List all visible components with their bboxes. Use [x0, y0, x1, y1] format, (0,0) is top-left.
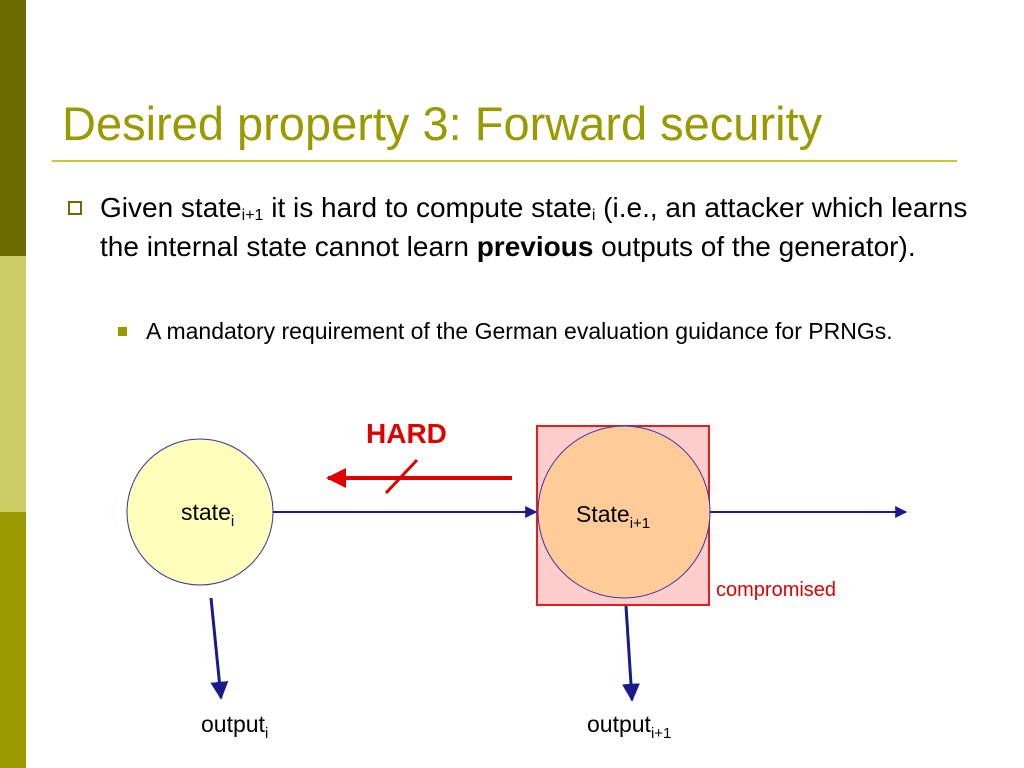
bullet-text-part1: Given state — [100, 192, 242, 223]
bullet-bold-word: previous — [476, 231, 594, 262]
state-i-label: statei — [181, 499, 234, 530]
sidebar-block-bottom — [0, 512, 26, 768]
sub-bullet: A mandatory requirement of the German ev… — [118, 316, 966, 347]
compromised-label: compromised — [716, 579, 836, 601]
hard-strike-slash — [384, 458, 419, 495]
slide-sidebar — [0, 0, 26, 768]
output-i-label: outputi — [201, 711, 268, 742]
output-i-arrow — [209, 597, 229, 700]
output-next-arrow — [621, 605, 640, 702]
bullet-subscript-1: i+1 — [241, 207, 264, 224]
state-next-label: Statei+1 — [576, 501, 650, 532]
slide-title: Desired property 3: Forward security — [62, 97, 823, 150]
sub-bullet-text: A mandatory requirement of the German ev… — [146, 318, 893, 344]
bullet-text-part2: it is hard to compute state — [263, 192, 592, 223]
bullet-subscript-2: i — [591, 207, 596, 224]
title-rule — [52, 160, 957, 162]
sidebar-block-top — [0, 0, 26, 256]
bullet-main: Given statei+1 it is hard to compute sta… — [68, 188, 970, 266]
output-next-label: outputi+1 — [587, 711, 671, 742]
filled-square-bullet-icon — [118, 327, 127, 336]
bullet-text-part3: (i.e., an attacker which learns the inte… — [100, 192, 968, 262]
sidebar-block-middle — [0, 256, 26, 512]
hollow-square-bullet-icon — [68, 201, 82, 215]
bullet-text-part4: outputs of the generator). — [593, 231, 916, 262]
hard-label: HARD — [366, 418, 447, 449]
